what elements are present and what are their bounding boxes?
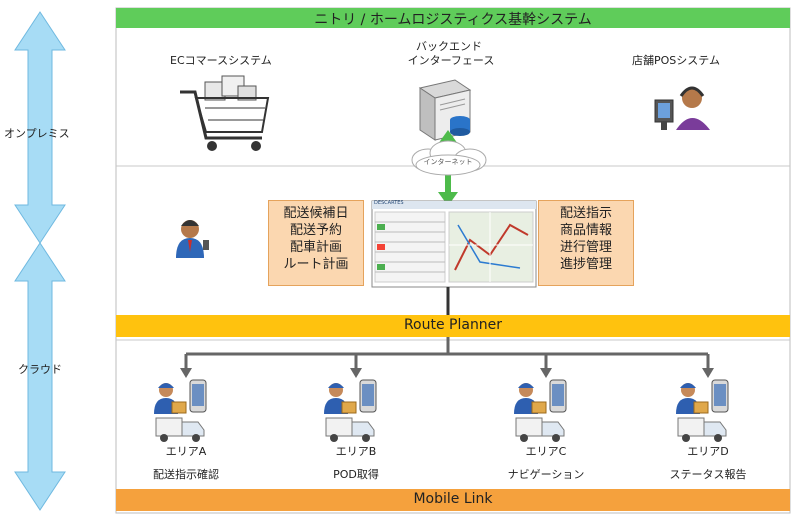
planning-function: 配車計画 [289,240,342,255]
area-feature: ステータス報告 [669,468,747,481]
area-name: エリアC [525,445,567,458]
backend-label-line1: バックエンド [416,40,482,53]
screen-brand: DESCARTES [374,200,404,206]
businessman-icon [176,220,209,258]
internet-cloud-icon [411,130,487,206]
management-function: 进行管理 [559,240,612,255]
distribution-tree [180,337,714,378]
delivery-group-icon [324,379,377,442]
delivery-group-icon [154,379,207,442]
delivery-group-icon [514,379,567,442]
planning-functions-box: 配送候補日 配送予約 配車計画 ルート計画 [268,200,364,286]
internet-label: インターネット [423,158,473,166]
shopping-cart-icon [180,75,270,151]
cloud-label: クラウド [18,363,62,376]
area-name: エリアB [335,445,377,458]
onpremise-label: オンプレミス [4,127,70,140]
area-name: エリアA [165,445,207,458]
mobile-link-band [116,489,790,511]
management-function: 進捗管理 [559,257,612,272]
planning-function: 配送予約 [289,223,342,238]
pos-system-label: 店舗POSシステム [632,54,720,67]
operator-icon [654,86,710,130]
mobile-link-label: Mobile Link [413,491,493,507]
backend-label-line2: インターフェース [407,54,495,67]
area-name: エリアD [687,445,729,458]
cloud-arrow [14,242,66,511]
route-planner-screen [371,200,537,288]
management-functions-box: 配送指示 商品情報 进行管理 進捗管理 [538,200,634,286]
header-title: ニトリ / ホームロジスティクス基幹システム [314,12,592,28]
area-feature: ナビゲーション [507,468,585,481]
route-planner-band [116,315,790,337]
planning-function: ルート計画 [283,257,349,272]
delivery-group-icon [676,379,729,442]
header-band [116,8,790,28]
management-function: 配送指示 [559,206,612,221]
management-function: 商品情報 [559,223,612,238]
area-feature: POD取得 [333,468,379,481]
server-icon [418,79,472,141]
route-planner-label: Route Planner [403,317,503,333]
area-feature: 配送指示確認 [153,468,219,481]
planning-function: 配送候補日 [283,206,349,221]
ec-system-label: ECコマースシステム [170,54,272,67]
